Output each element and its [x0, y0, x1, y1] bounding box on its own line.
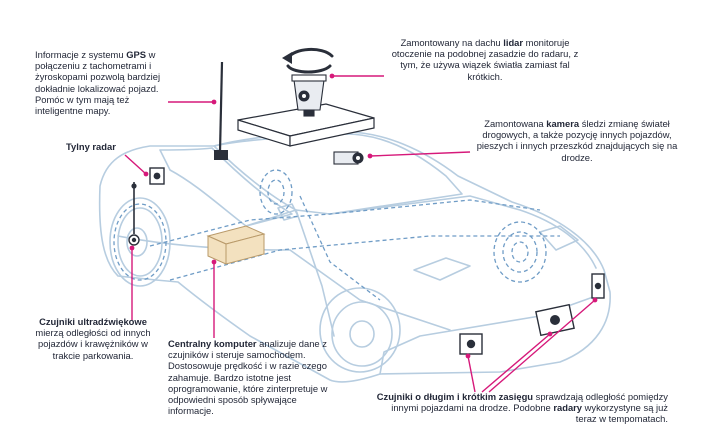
lidar-cap — [291, 74, 327, 82]
label-camera-bold: kamera — [546, 118, 580, 129]
car-outline — [98, 131, 611, 383]
label-lidar: Zamontowany na dachu lidar monitoruje ot… — [383, 37, 587, 82]
hidden-wheel-far-front — [493, 221, 547, 283]
rotation-head — [282, 52, 292, 64]
leader-range-2 — [481, 333, 551, 393]
central-computer — [206, 225, 266, 265]
leader-rear-radar — [124, 154, 147, 175]
ultrasonic-head — [131, 183, 137, 189]
label-range-post: wykorzystyne są już teraz w tempomatach. — [575, 402, 668, 425]
dot-ultrasonic — [129, 245, 135, 251]
headlight — [413, 257, 471, 281]
front-sensors — [459, 273, 605, 355]
label-gps-pre: Informacje z systemu — [35, 49, 127, 60]
rear-radar-lens — [153, 172, 161, 180]
front-sensor-right-lens — [594, 282, 602, 290]
hidden-wheel-far-rear-inner — [267, 179, 285, 205]
label-camera: Zamontowana kamera śledzi zmianę świateł… — [472, 118, 682, 163]
mirror — [277, 203, 299, 221]
hidden-wheel-far-front-mid — [502, 231, 538, 273]
camera-lens-inner — [356, 156, 360, 160]
label-gps-bold: GPS — [126, 49, 146, 60]
antenna-base — [214, 150, 228, 160]
label-range-bold: Czujniki o długim i krótkim zasięgu — [376, 391, 534, 402]
dot-gps — [211, 99, 217, 105]
lidar — [291, 74, 327, 117]
rear-wheel-arch — [109, 197, 171, 287]
label-computer: Centralny komputer analizuje dane z czuj… — [168, 338, 340, 416]
dot-lidar — [329, 73, 335, 79]
rear-radar-sensor — [149, 167, 165, 185]
label-computer-bold: Centralny komputer — [168, 338, 257, 349]
leader-lines — [124, 75, 596, 393]
dot-range-2 — [547, 331, 553, 337]
roof-rack-side — [289, 117, 375, 147]
front-sensor-left-lens — [466, 339, 476, 349]
lidar-mount — [303, 109, 315, 117]
side-window — [159, 147, 293, 227]
ultrasonic-sensor — [128, 182, 140, 246]
rear-wheel — [117, 207, 163, 277]
computer-side — [225, 233, 265, 265]
label-gps-post: w połączeniu z tachometrami i żyroskopam… — [35, 49, 161, 117]
ultrasonic-eye-center — [131, 237, 137, 243]
front-sensor-center-lens — [550, 315, 560, 325]
leader-range-3 — [488, 299, 596, 393]
hidden-axle — [299, 195, 381, 301]
rotation-arrow-icon — [282, 48, 334, 74]
label-rear-radar: Tylny radar — [66, 141, 146, 152]
roof-rack — [237, 103, 375, 147]
hidden-wheel-near-rear-ring — [113, 203, 167, 281]
hidden-floor — [169, 235, 560, 281]
label-lidar-post: monitoruje otoczenie na podobnej zasadzi… — [391, 37, 579, 82]
lidar-lens-inner — [302, 94, 306, 98]
side-crease — [117, 235, 451, 331]
label-lidar-pre: Zamontowany na dachu — [400, 37, 504, 48]
headlight-right — [539, 225, 579, 251]
label-ultrasonic-bold: Czujniki ultradźwiękowe — [39, 316, 147, 327]
hidden-lines — [113, 169, 560, 301]
hidden-chassis — [149, 199, 541, 247]
label-rear-radar-bold: Tylny radar — [66, 141, 116, 152]
antenna-rod — [218, 61, 224, 153]
hidden-wheel-far-front-inner — [511, 241, 529, 263]
front-hub — [349, 320, 375, 348]
label-lidar-bold: lidar — [503, 37, 524, 48]
dot-range-1 — [465, 353, 471, 359]
leader-dots — [129, 73, 598, 359]
hood-line — [329, 195, 597, 269]
label-camera-post: śledzi zmianę świateł drogowych, a także… — [476, 118, 678, 163]
leader-range-1 — [467, 355, 476, 393]
rotation-arc-top — [286, 48, 334, 60]
dot-range-3 — [592, 297, 598, 303]
door-line — [245, 209, 335, 337]
dot-computer — [211, 259, 217, 265]
dot-camera — [367, 153, 373, 159]
label-ultrasonic-post: mierzą odległości od innych pojazdów i k… — [35, 327, 151, 361]
label-range-bold2: radary — [553, 402, 583, 414]
label-gps: Informacje z systemu GPS w połączeniu z … — [35, 49, 175, 116]
camera — [333, 151, 364, 165]
hidden-wheel-far-rear — [259, 169, 293, 215]
label-range-mid: sprawdzają odległość pomiędzy innymi poj… — [391, 391, 668, 414]
label-range-sensors: Czujniki o długim i krótkim zasięgu spra… — [372, 391, 668, 425]
rotation-arc-bottom — [286, 64, 332, 74]
leader-camera — [369, 151, 471, 157]
label-computer-post: analizuje dane z czujników i steruje sam… — [168, 338, 328, 417]
rear-hub — [126, 227, 148, 257]
label-ultrasonic: Czujniki ultradźwiękowe mierzą odległośc… — [28, 316, 158, 361]
gps-antenna — [214, 61, 228, 160]
dot-rear-radar — [143, 171, 149, 177]
label-camera-pre: Zamontowana — [484, 118, 547, 129]
front-wheel-arch — [319, 287, 401, 373]
front-wheel — [331, 301, 393, 367]
